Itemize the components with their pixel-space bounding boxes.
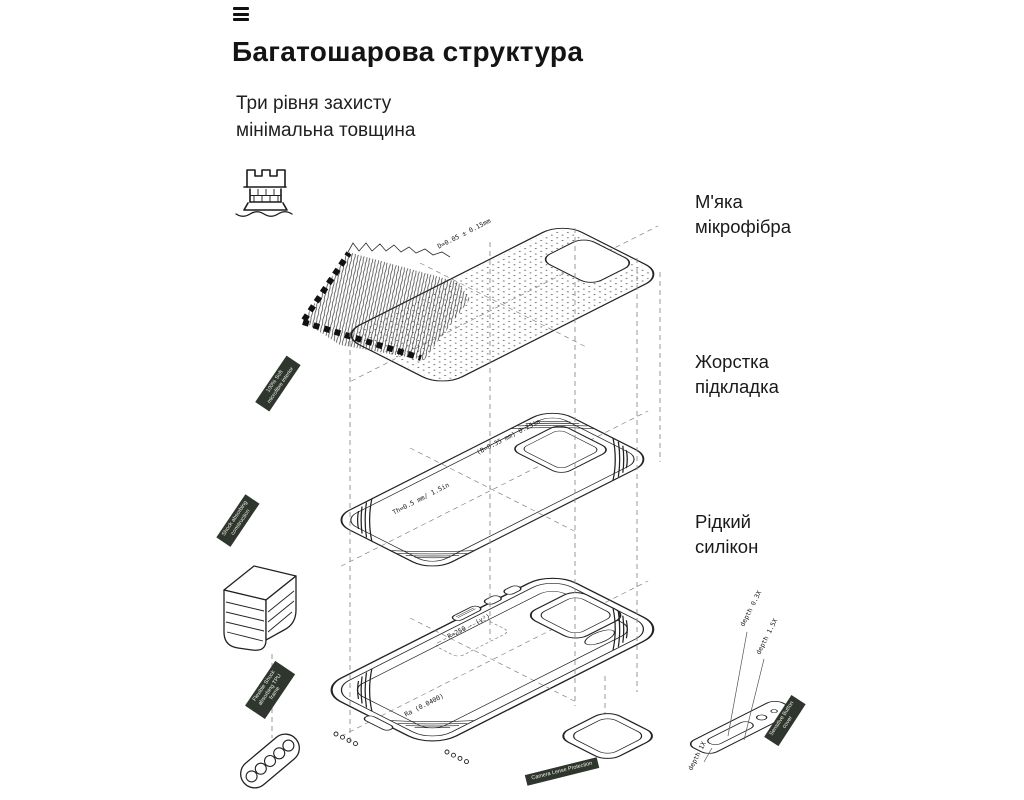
label-soft-microfiber: М'яка мікрофібра xyxy=(695,191,792,237)
camera-protection-detail xyxy=(562,713,653,759)
hamburger-bar xyxy=(233,12,249,16)
depth-leader-lines xyxy=(703,631,765,763)
microfiber-fur-texture xyxy=(303,252,470,360)
page-title: Багатошарова структура xyxy=(232,36,584,67)
subtitle-line-2: мінімальна товщина xyxy=(236,120,416,141)
hamburger-menu-icon[interactable] xyxy=(233,7,249,24)
speaker-holes xyxy=(333,731,469,765)
speaker-plugs-detail xyxy=(240,733,300,789)
charging-port xyxy=(363,715,394,731)
page-subtitle: Три рівня захисту мінімальна товщина xyxy=(236,90,415,144)
label-hard-lining: Жорстка підкладка xyxy=(695,351,779,397)
silicone-case-drawing xyxy=(329,577,656,743)
hamburger-bar xyxy=(233,18,249,22)
hard-lining-layer-drawing xyxy=(329,406,656,573)
tower-protection-icon xyxy=(235,169,293,217)
label-liquid-silicone: Рідкий силікон xyxy=(695,511,759,557)
hamburger-bar xyxy=(233,7,249,10)
corner-bumper-detail xyxy=(223,565,297,651)
subtitle-line-1: Три рівня захисту xyxy=(236,93,392,114)
